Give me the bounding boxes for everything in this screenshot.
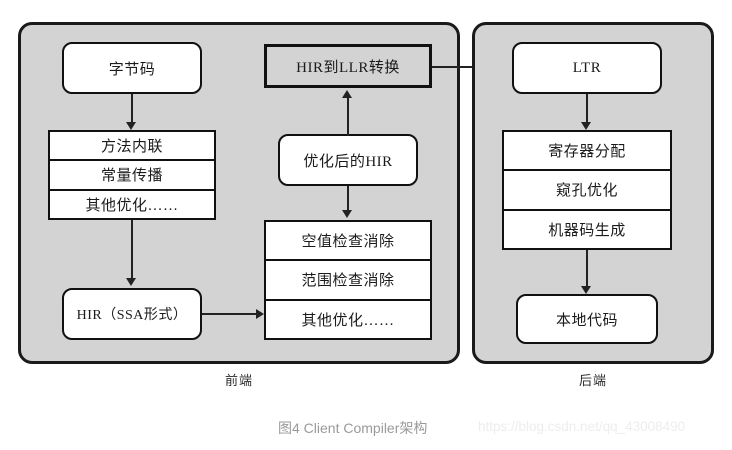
backend-stage-stack: 寄存器分配 窥孔优化 机器码生成: [502, 130, 672, 250]
frontend-panel-caption: 前端: [224, 373, 253, 388]
stack-cell-constant-propagation[interactable]: 常量传播: [50, 161, 214, 191]
node-bytecode[interactable]: 字节码: [62, 42, 202, 94]
node-native-code-label: 本地代码: [555, 312, 618, 329]
backend-panel-caption: 后端: [578, 373, 607, 388]
stack-cell-range-check-elimination[interactable]: 范围检查消除: [266, 261, 430, 301]
stack-cell-label: 方法内联: [100, 139, 163, 156]
stack-cell-label: 寄存器分配: [548, 144, 626, 161]
connector-optimized-hir-to-hir-llr: [347, 96, 349, 136]
node-ltr[interactable]: LTR: [512, 42, 662, 94]
stack-cell-register-allocation[interactable]: 寄存器分配: [504, 132, 670, 172]
connector-bytecode-to-left-stack: [131, 94, 133, 124]
watermark-url: https://blog.csdn.net/qq_43008490: [478, 419, 686, 434]
stack-cell-other-optimizations[interactable]: 其他优化……: [266, 300, 430, 338]
stack-cell-other-optimizations[interactable]: 其他优化……: [50, 190, 214, 218]
frontend-middle-optimization-stack: 空值检查消除 范围检查消除 其他优化……: [264, 220, 432, 340]
stack-cell-peephole-optimization[interactable]: 窥孔优化: [504, 171, 670, 211]
stack-cell-label: 窥孔优化: [555, 183, 618, 200]
arrowhead-optimized-hir-to-hir-llr: [342, 90, 352, 98]
node-optimized-hir-label: 优化后的HIR: [303, 153, 393, 170]
stack-cell-null-check-elimination[interactable]: 空值检查消除: [266, 222, 430, 262]
arrowhead-left-stack-to-hir-ssa: [126, 278, 136, 286]
arrowhead-ltr-to-backend-stack: [581, 122, 591, 130]
arrowhead-backend-stack-to-native-code: [581, 286, 591, 294]
arrowhead-bytecode-to-left-stack: [126, 122, 136, 130]
stack-cell-label: 常量传播: [100, 168, 163, 185]
connector-optimized-hir-to-middle-stack: [347, 186, 349, 212]
connector-hir-llr-to-ltr: [432, 66, 504, 68]
figure-caption: 图4 Client Compiler架构: [278, 420, 428, 436]
node-hir-to-llr-label: HIR到LLR转换: [296, 59, 400, 76]
arrowhead-optimized-hir-to-middle-stack: [342, 210, 352, 218]
stack-cell-label: 机器码生成: [548, 222, 626, 239]
frontend-left-optimization-stack: 方法内联 常量传播 其他优化……: [48, 130, 216, 220]
stack-cell-label: 其他优化……: [85, 197, 179, 214]
stack-cell-method-inlining[interactable]: 方法内联: [50, 132, 214, 162]
connector-left-stack-to-hir-ssa: [131, 220, 133, 280]
stack-cell-label: 空值检查消除: [301, 234, 395, 251]
node-optimized-hir[interactable]: 优化后的HIR: [278, 134, 418, 186]
stack-cell-label: 范围检查消除: [301, 273, 395, 290]
node-bytecode-label: 字节码: [108, 61, 156, 78]
connector-ltr-to-backend-stack: [586, 94, 588, 124]
node-hir-ssa-label: HIR（SSA形式）: [76, 308, 188, 323]
node-hir-to-llr[interactable]: HIR到LLR转换: [264, 44, 432, 88]
stack-cell-machine-code-generation[interactable]: 机器码生成: [504, 210, 670, 248]
node-hir-ssa[interactable]: HIR（SSA形式）: [62, 288, 202, 340]
node-native-code[interactable]: 本地代码: [516, 294, 658, 344]
stack-cell-label: 其他优化……: [301, 312, 395, 329]
node-ltr-label: LTR: [572, 59, 602, 76]
connector-backend-stack-to-native-code: [586, 250, 588, 288]
arrowhead-hir-ssa-to-middle-stack: [256, 309, 264, 319]
connector-hir-ssa-to-middle-stack: [202, 313, 258, 315]
